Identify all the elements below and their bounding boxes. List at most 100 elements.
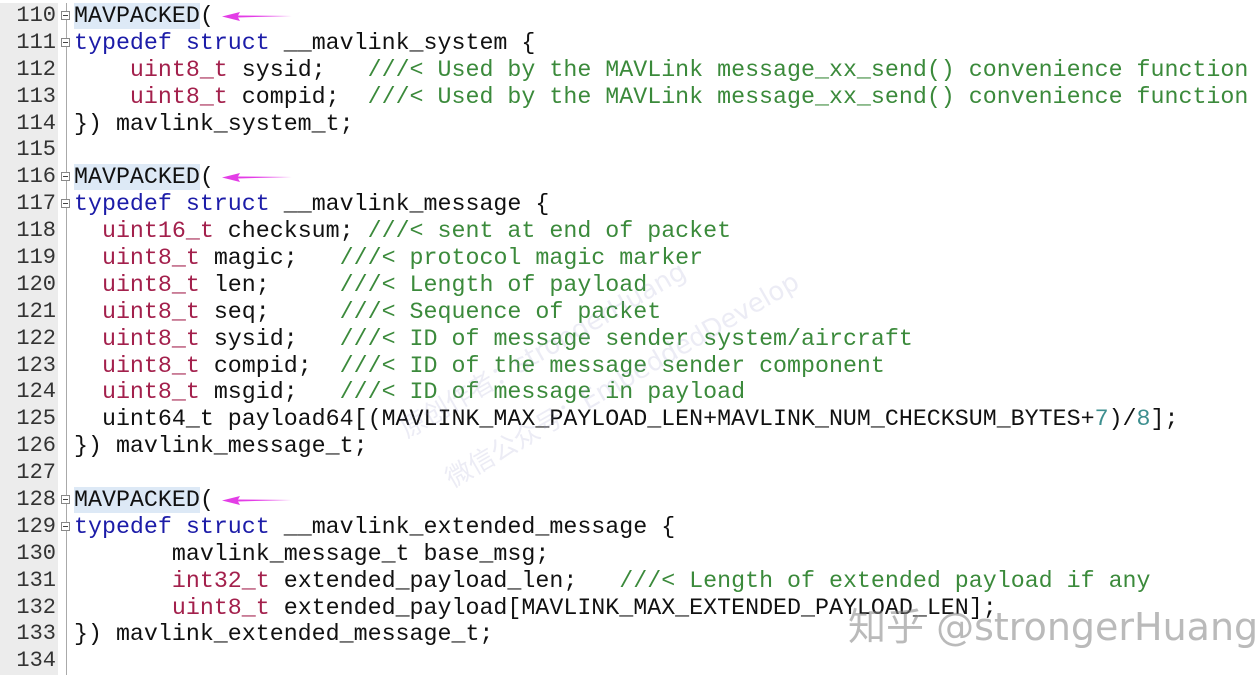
code-line[interactable]: 132 uint8_t extended_payload[MAVLINK_MAX… <box>0 594 1260 622</box>
token-keyword: struct <box>185 191 270 218</box>
line-number: 116 <box>0 164 58 192</box>
code-line[interactable]: 119 uint8_t magic; ///< protocol magic m… <box>0 245 1260 272</box>
code-line[interactable]: 120 uint8_t len; ///< Length of payload <box>0 271 1260 299</box>
code-line[interactable]: 122 uint8_t sysid; ///< ID of message se… <box>0 325 1260 353</box>
token-plain: ( <box>199 3 214 29</box>
code-text: uint16_t checksum; ///< sent at end of p… <box>74 218 731 245</box>
fold-margin <box>58 218 72 246</box>
line-number: 110 <box>0 3 58 30</box>
token-comment: ///< Length of extended payload if any <box>619 567 1151 594</box>
code-text: uint8_t magic; ///< protocol magic marke… <box>74 245 703 272</box>
annotation-arrow-icon <box>222 496 292 506</box>
code-line[interactable]: 124 uint8_t msgid; ///< ID of message in… <box>0 379 1260 407</box>
token-type: uint8_t <box>129 56 228 83</box>
token-plain <box>74 245 102 271</box>
code-text: uint8_t len; ///< Length of payload <box>74 272 647 299</box>
code-line[interactable]: 113 uint8_t compid; ///< Used by the MAV… <box>0 83 1260 111</box>
line-number: 114 <box>0 110 58 138</box>
token-plain: len; <box>199 271 340 298</box>
code-line[interactable]: 118 uint16_t checksum; ///< sent at end … <box>0 218 1260 246</box>
token-comment: ///< protocol magic marker <box>339 245 704 272</box>
token-plain: compid; <box>199 352 340 379</box>
code-line[interactable]: 112 uint8_t sysid; ///< Used by the MAVL… <box>0 56 1260 84</box>
token-comment: ///< Used by the MAVLink message_xx_send… <box>367 83 1249 110</box>
fold-collapse-icon[interactable] <box>61 11 70 20</box>
code-text: MAVPACKED( <box>74 3 214 30</box>
token-plain <box>74 595 172 621</box>
code-text: MAVPACKED( <box>74 487 214 514</box>
code-line[interactable]: 121 uint8_t seq; ///< Sequence of packet <box>0 298 1260 326</box>
code-line[interactable]: 131 int32_t extended_payload_len; ///< L… <box>0 567 1260 595</box>
token-plain: seq; <box>199 298 340 325</box>
watermark-zhihu: 知乎 @strongerHuang <box>848 605 1259 649</box>
token-type: uint16_t <box>101 218 214 245</box>
token-plain <box>74 353 102 379</box>
code-line[interactable]: 133}) mavlink_extended_message_t; <box>0 621 1260 649</box>
fold-collapse-icon[interactable] <box>61 495 70 505</box>
token-number: 8 <box>1136 406 1151 433</box>
token-plain: sysid; <box>199 325 340 352</box>
token-comment: ///< ID of message in payload <box>339 379 746 406</box>
code-line[interactable]: 114}) mavlink_system_t; <box>0 110 1260 138</box>
line-number: 122 <box>0 325 58 353</box>
token-keyword: struct <box>185 513 270 540</box>
code-line[interactable]: 130 mavlink_message_t base_msg; <box>0 540 1260 568</box>
fold-margin <box>58 406 72 434</box>
code-text: uint8_t compid; ///< Used by the MAVLink… <box>74 84 1248 111</box>
token-plain: ]; <box>1150 406 1179 433</box>
fold-margin <box>58 245 72 272</box>
token-plain: sysid; <box>227 56 368 83</box>
token-plain <box>74 57 130 83</box>
token-plain: ( <box>199 487 214 514</box>
fold-margin <box>58 83 72 111</box>
token-plain: checksum; <box>213 218 368 245</box>
token-plain <box>172 514 186 540</box>
code-line[interactable]: 134 <box>0 648 1260 675</box>
fold-margin <box>58 325 72 353</box>
line-number: 124 <box>0 379 58 407</box>
token-plain: __mavlink_extended_message { <box>269 513 676 540</box>
annotation-arrow-icon <box>222 173 292 183</box>
fold-margin <box>58 513 72 541</box>
fold-margin <box>58 433 72 461</box>
line-number: 120 <box>0 271 58 299</box>
line-number: 130 <box>0 540 58 568</box>
code-line[interactable]: 123 uint8_t compid; ///< ID of the messa… <box>0 352 1260 380</box>
code-text: uint64_t payload64[(MAVLINK_MAX_PAYLOAD_… <box>74 406 1179 433</box>
token-comment: ///< Length of payload <box>339 271 648 298</box>
token-plain: msgid; <box>199 379 340 406</box>
code-text: uint8_t sysid; ///< Used by the MAVLink … <box>74 57 1248 84</box>
token-plain: uint64_t payload64[(MAVLINK_MAX_PAYLOAD_… <box>74 406 1095 433</box>
token-keyword: typedef <box>74 513 172 540</box>
code-line[interactable]: 126}) mavlink_message_t; <box>0 433 1260 461</box>
fold-collapse-icon[interactable] <box>61 199 70 209</box>
code-line[interactable]: 110 MAVPACKED( <box>0 3 1260 30</box>
fold-margin <box>58 164 72 192</box>
token-plain: __mavlink_message { <box>269 191 550 218</box>
code-text: mavlink_message_t base_msg; <box>74 541 549 568</box>
code-line[interactable]: 125 uint64_t payload64[(MAVLINK_MAX_PAYL… <box>0 406 1260 434</box>
fold-collapse-icon[interactable] <box>61 172 70 182</box>
fold-margin <box>58 271 72 299</box>
fold-collapse-icon[interactable] <box>61 37 70 47</box>
code-line[interactable]: 127 <box>0 460 1260 488</box>
token-type: uint8_t <box>101 271 200 298</box>
token-plain <box>74 326 102 352</box>
token-type: uint8_t <box>129 83 228 110</box>
code-line[interactable]: 115 <box>0 137 1260 165</box>
token-type: uint8_t <box>101 245 200 272</box>
token-macro: MAVPACKED <box>74 487 200 514</box>
fold-margin <box>58 648 72 675</box>
fold-margin <box>58 3 72 30</box>
token-comment: ///< Used by the MAVLink message_xx_send… <box>367 56 1249 83</box>
token-comment: ///< sent at end of packet <box>367 218 732 245</box>
line-number: 127 <box>0 460 58 488</box>
fold-margin <box>58 191 72 219</box>
fold-collapse-icon[interactable] <box>61 521 70 531</box>
